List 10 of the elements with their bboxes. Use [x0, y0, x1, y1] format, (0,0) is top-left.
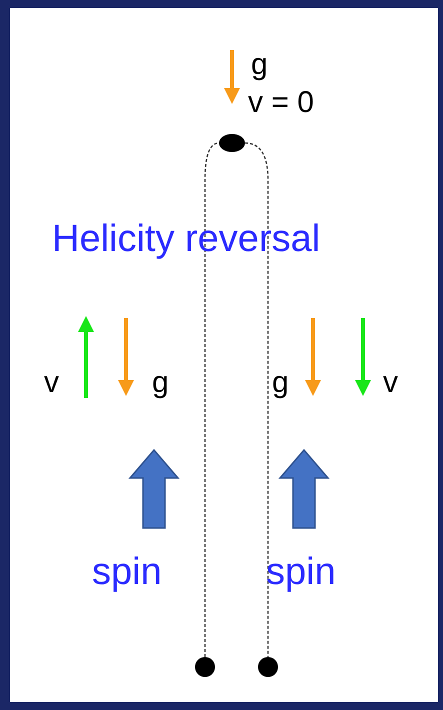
symbol-label: v: [383, 368, 398, 398]
trajectory-line: [244, 142, 269, 657]
symbol-label: g: [251, 50, 268, 80]
spin-label: spin: [92, 553, 162, 591]
trajectory-line: [204, 142, 220, 657]
velocity-label: v = 0: [248, 88, 314, 118]
symbol-label: g: [152, 368, 169, 398]
spin-label: spin: [266, 553, 336, 591]
symbol-label: v: [44, 368, 59, 398]
symbol-label: g: [272, 368, 289, 398]
